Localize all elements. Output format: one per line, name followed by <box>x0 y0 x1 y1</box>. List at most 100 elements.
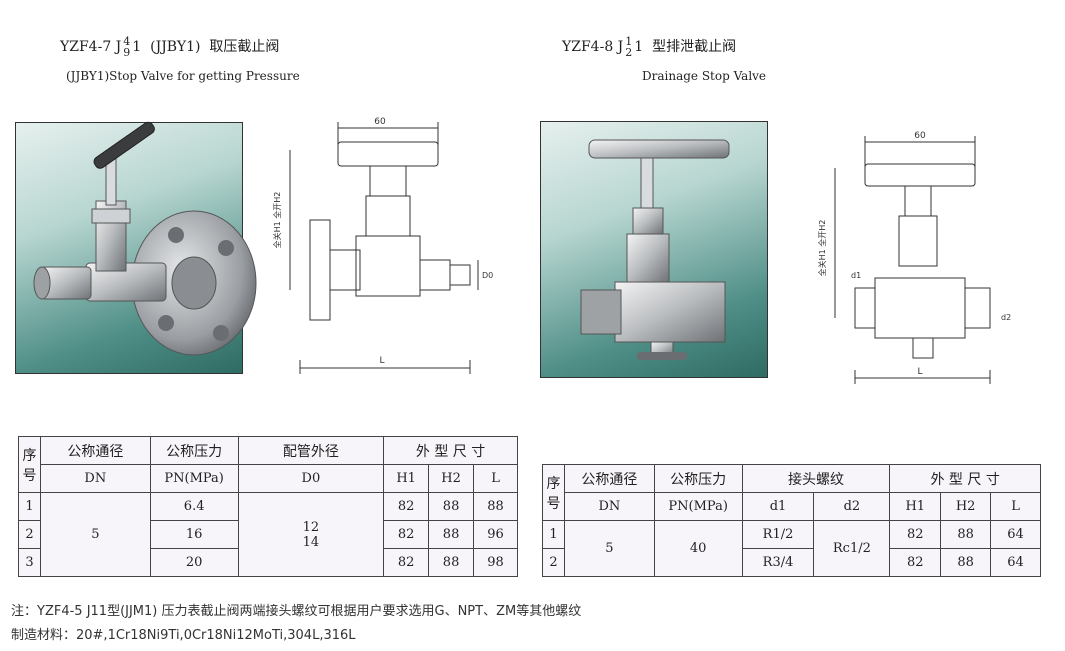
left-row-no: 1 <box>18 492 41 521</box>
right-model-prefix: YZF4-8 J <box>562 39 624 55</box>
right-model-suffix: 1 <box>634 39 644 55</box>
right-dimension-drawing: 60 全关H1 全开H2 L d1 d2 <box>805 128 1030 393</box>
right-row-h2: 88 <box>940 548 992 577</box>
right-row-d1: R3/4 <box>741 548 815 577</box>
right-row-h2: 88 <box>940 520 992 549</box>
note-line: 注：YZF4-5 J11型(JJM1) 压力表截止阀两端接头螺纹可根据用户要求选… <box>11 604 582 619</box>
table-row: 2 R3/4 82 88 64 <box>542 548 1041 577</box>
left-row-pn: 20 <box>149 548 239 577</box>
left-row-h1: 82 <box>383 492 430 521</box>
left-row-no: 2 <box>18 520 41 549</box>
left-dn-header-cn: 公称通径 <box>39 436 151 465</box>
right-row-no: 2 <box>542 548 565 577</box>
left-model-abbrev: (JJBY1) <box>150 39 201 55</box>
right-dim-height: 全关H1 全开H2 <box>817 220 827 277</box>
right-name-cn: 型排泄截止阀 <box>652 39 737 55</box>
right-name-en: Drainage Stop Valve <box>642 69 767 83</box>
right-row-h1: 82 <box>889 520 942 549</box>
right-seq-header: 序号 <box>542 464 565 521</box>
right-d1-header: d1 <box>741 492 815 521</box>
left-dn-value: 5 <box>39 492 151 577</box>
left-header-row-1: 序号 公称通径 公称压力 配管外径 外 型 尺 寸 <box>18 436 518 493</box>
right-drawing-svg: 60 全关H1 全开H2 L d1 d2 <box>817 131 1011 384</box>
left-row-pn: 6.4 <box>149 492 239 521</box>
left-row-l: 88 <box>473 492 518 521</box>
table-row: 2 16 82 88 96 <box>18 520 518 549</box>
left-od-header-cn: 配管外径 <box>237 436 385 465</box>
right-valve-photo <box>540 121 768 378</box>
left-name-cn: 取压截止阀 <box>209 39 280 55</box>
left-pn-header-cn: 公称压力 <box>149 436 239 465</box>
right-dim-header-cn: 外 型 尺 寸 <box>889 464 1041 493</box>
right-seq-header-2: 号 <box>546 495 561 512</box>
right-d2-header: d2 <box>813 492 891 521</box>
right-row-no: 1 <box>542 520 565 549</box>
right-dim-d2: d2 <box>1001 313 1011 322</box>
right-dim-length: L <box>917 367 922 377</box>
left-valve-photo <box>15 121 257 374</box>
left-row-h1: 82 <box>383 548 430 577</box>
right-dn-value: 5 <box>563 520 655 577</box>
left-row-l: 98 <box>473 548 518 577</box>
right-pn-header-cn: 公称压力 <box>653 464 743 493</box>
right-dim-d1: d1 <box>851 271 861 280</box>
right-dn-header: DN <box>563 492 655 521</box>
left-seq-header: 序号 <box>18 436 41 493</box>
left-row-l: 96 <box>473 520 518 549</box>
left-dim-d0: D0 <box>482 271 493 280</box>
left-dim-length: L <box>379 356 384 366</box>
right-dim-width: 60 <box>914 131 926 141</box>
left-dim-width: 60 <box>374 117 386 127</box>
right-frac-bottom: 2 <box>625 46 633 59</box>
right-row-l: 64 <box>990 548 1041 577</box>
right-header-row-1: 序号 公称通径 公称压力 接头螺纹 外 型 尺 寸 <box>542 464 1041 521</box>
left-seq-header-1: 序 <box>22 447 37 464</box>
left-h1-header: H1 <box>383 464 430 493</box>
left-l-header: L <box>473 464 518 493</box>
right-l-header: L <box>990 492 1041 521</box>
right-d2-value: Rc1/2 <box>813 520 891 577</box>
left-row-h2: 88 <box>428 520 475 549</box>
right-h2-header: H2 <box>940 492 992 521</box>
left-row-h2: 88 <box>428 548 475 577</box>
right-h1-header: H1 <box>889 492 942 521</box>
right-row-l: 64 <box>990 520 1041 549</box>
left-name-en: (JJBY1)Stop Valve for getting Pressure <box>66 69 300 83</box>
left-dimension-drawing: 60 全关H1 全开H2 L D0 <box>270 110 493 385</box>
right-pn-value: 40 <box>653 520 743 577</box>
left-frac-top: 4 <box>123 35 131 48</box>
table-row: 1 5 40 R1/2 Rc1/2 82 88 64 <box>542 520 1041 577</box>
left-dim-header-cn: 外 型 尺 寸 <box>383 436 518 465</box>
left-h2-header: H2 <box>428 464 475 493</box>
left-od-value-2: 14 <box>302 534 320 550</box>
left-spec-table: 序号 公称通径 公称压力 配管外径 外 型 尺 寸 DN PN(MPa) D0 … <box>18 436 518 577</box>
right-row-h1: 82 <box>889 548 942 577</box>
left-row-h1: 82 <box>383 520 430 549</box>
left-model-prefix: YZF4-7 J <box>60 39 122 55</box>
right-seq-header-1: 序 <box>546 475 561 492</box>
left-dim-height: 全关H1 全开H2 <box>272 192 282 249</box>
left-pn-header: PN(MPa) <box>149 464 239 493</box>
left-seq-header-2: 号 <box>22 467 37 484</box>
left-header-row-2: DN PN(MPa) D0 H1 H2 L <box>19 464 518 493</box>
left-model-suffix: 1 <box>132 39 142 55</box>
materials-line: 制造材料：20#,1Cr18Ni9Ti,0Cr18Ni12MoTi,304L,3… <box>11 628 356 643</box>
right-pn-header: PN(MPa) <box>653 492 743 521</box>
left-drawing-svg: 60 全关H1 全开H2 L D0 <box>272 117 493 374</box>
right-valve-illustration <box>580 139 730 360</box>
left-row-h2: 88 <box>428 492 475 521</box>
left-d0-header: D0 <box>237 464 385 493</box>
table-row: 3 20 82 88 98 <box>18 548 518 577</box>
right-thread-header-cn: 接头螺纹 <box>741 464 891 493</box>
left-row-no: 3 <box>18 548 41 577</box>
right-dn-header-cn: 公称通径 <box>563 464 655 493</box>
left-dn-header: DN <box>39 464 151 493</box>
left-row-pn: 16 <box>149 520 239 549</box>
left-valve-illustration <box>33 121 257 356</box>
right-spec-table: 序号 公称通径 公称压力 接头螺纹 外 型 尺 寸 DN PN(MPa) d1 … <box>542 464 1041 577</box>
